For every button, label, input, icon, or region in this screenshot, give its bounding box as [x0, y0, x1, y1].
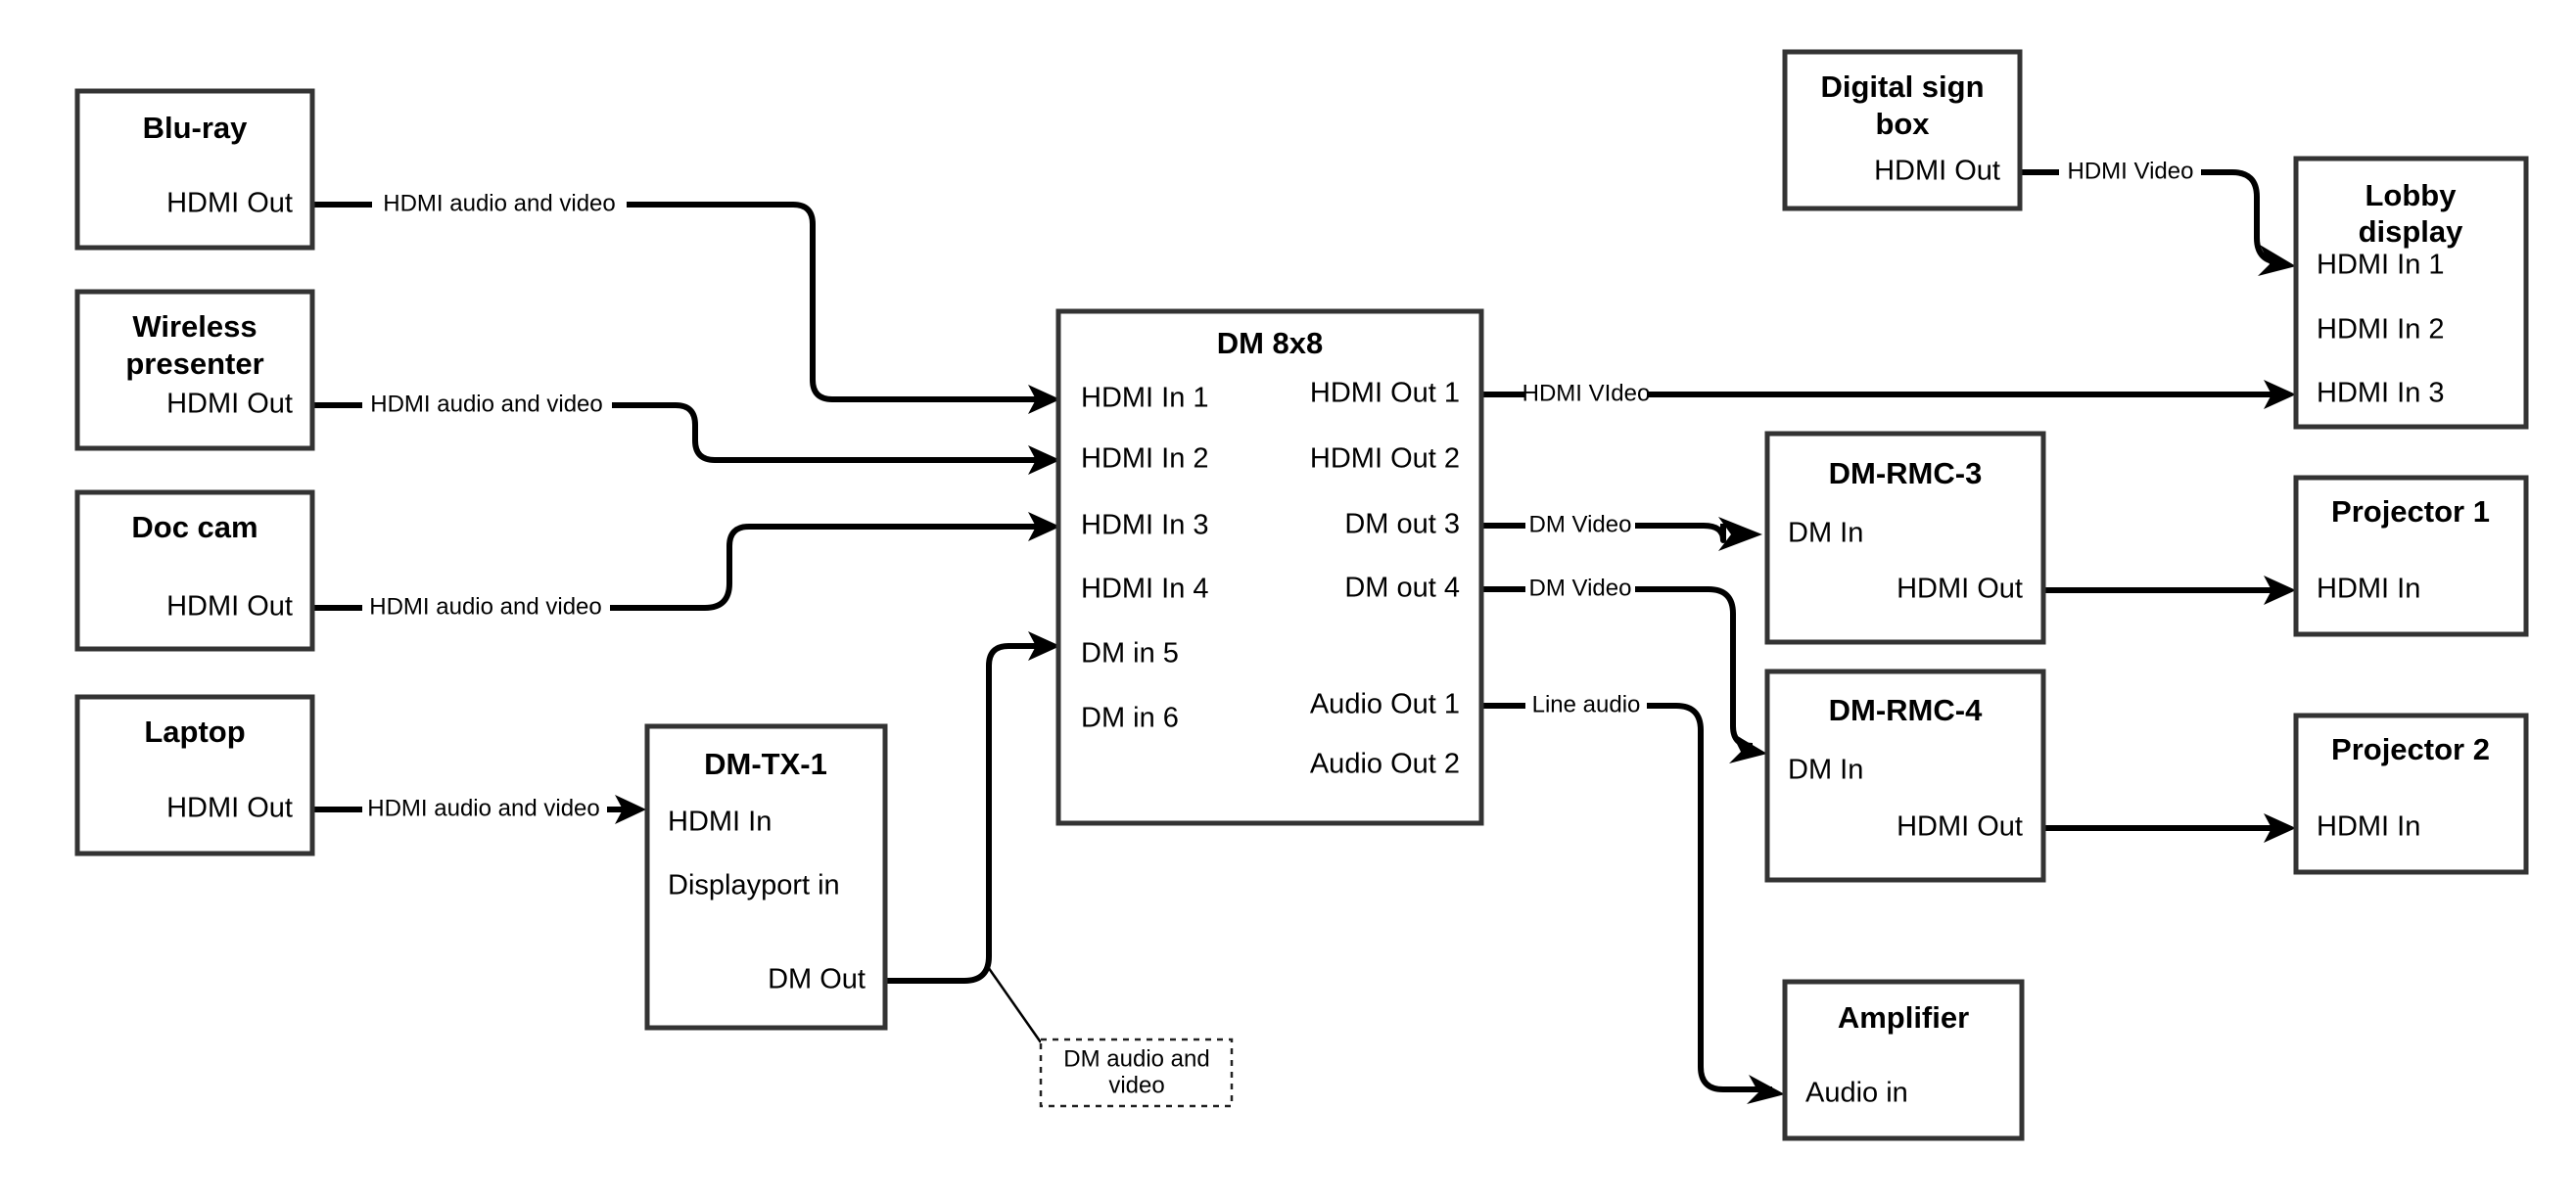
amplifier-port-audio-in: Audio in — [1805, 1078, 1908, 1109]
projector-2-title: Projector 2 — [2331, 732, 2490, 766]
link-label-bluray-to-in1: HDMI audio and video — [383, 190, 615, 216]
doc-cam-port-hdmi-out: HDMI Out — [166, 591, 293, 623]
dm-8x8-output-audio-out-2: Audio Out 2 — [1310, 749, 1460, 780]
wire-dm-out-4-to-rmc4 — [1481, 586, 1767, 763]
lobby-display-input-hdmi-in-3: HDMI In 3 — [2317, 378, 2445, 409]
digital-sign-box-title-line1: Digital sign — [1820, 69, 1984, 104]
doc-cam-box[interactable] — [74, 489, 315, 652]
dm-8x8-input-hdmi-in-3: HDMI In 3 — [1081, 510, 1209, 541]
dm-8x8-input-dm-in-6: DM in 6 — [1081, 703, 1179, 734]
wire-audio-out-1-to-amplifier — [1481, 703, 1785, 1104]
bluray-box[interactable] — [74, 88, 315, 251]
dm-rmc-4-box[interactable] — [1764, 669, 2046, 883]
dm-tx-1-port-displayport-in: Displayport in — [668, 870, 840, 901]
bluray-port-hdmi-out: HDMI Out — [166, 188, 293, 219]
wire-digitalsign-to-lobby-hdmi-in-1 — [2021, 169, 2296, 276]
wire-wireless-to-hdmi-in-2 — [311, 402, 1060, 475]
wireless-presenter-box[interactable] — [74, 289, 315, 451]
node-dm-tx-1[interactable]: DM-TX-1 HDMI In Displayport in DM Out — [644, 723, 888, 1031]
dm-8x8-title: DM 8x8 — [1217, 326, 1324, 360]
note-dm-audio-and-video: DM audio and video — [1039, 1038, 1234, 1108]
node-dm-8x8[interactable]: DM 8x8 HDMI In 1 HDMI In 2 HDMI In 3 HDM… — [1055, 308, 1484, 826]
bluray-title: Blu-ray — [143, 111, 249, 145]
amplifier-box[interactable] — [1782, 979, 2025, 1141]
link-label-dmout3-to-rmc3: DM Video — [1529, 511, 1632, 537]
wireless-presenter-title-line2: presenter — [125, 346, 263, 381]
dm-rmc-4-port-dm-in: DM In — [1788, 755, 1863, 786]
projector-1-box[interactable] — [2293, 475, 2529, 637]
projector-1-title: Projector 1 — [2331, 494, 2490, 529]
link-label-audioout1-to-amp: Line audio — [1532, 691, 1641, 717]
projector-2-box[interactable] — [2293, 713, 2529, 875]
laptop-port-hdmi-out: HDMI Out — [166, 793, 293, 824]
wire-laptop-to-dmtx1 — [311, 795, 646, 824]
dm-tx-1-port-hdmi-in: HDMI In — [668, 807, 772, 838]
wire-rmc3-to-projector1 — [2043, 576, 2296, 605]
dm-rmc-3-title: DM-RMC-3 — [1829, 456, 1983, 490]
dm-8x8-output-dm-out-3: DM out 3 — [1344, 509, 1460, 540]
node-dm-rmc-4[interactable]: DM-RMC-4 DM In HDMI Out — [1764, 669, 2046, 883]
note-dm-av-box — [1039, 1038, 1234, 1108]
lobby-display-box[interactable] — [2293, 156, 2529, 430]
node-bluray[interactable]: Blu-ray HDMI Out — [74, 88, 315, 251]
dm-8x8-input-hdmi-in-4: HDMI In 4 — [1081, 574, 1209, 605]
wire-doccam-to-hdmi-in-3 — [311, 512, 1060, 611]
dm-8x8-input-hdmi-in-1: HDMI In 1 — [1081, 383, 1209, 414]
projector-2-port-hdmi-in: HDMI In — [2317, 811, 2420, 843]
lobby-display-title-line1: Lobby — [2365, 178, 2458, 212]
digital-sign-box-port-hdmi-out: HDMI Out — [1874, 156, 2000, 187]
dm-8x8-input-dm-in-5: DM in 5 — [1081, 638, 1179, 670]
dm-8x8-input-hdmi-in-2: HDMI In 2 — [1081, 443, 1209, 475]
node-wireless-presenter[interactable]: Wireless presenter HDMI Out — [74, 289, 315, 451]
link-label-hdmiout1-to-lobby3: HDMI VIdeo — [1522, 380, 1651, 406]
wireless-presenter-title-line1: Wireless — [132, 309, 257, 344]
dm-rmc-3-port-hdmi-out: HDMI Out — [1897, 574, 2023, 605]
amplifier-title: Amplifier — [1838, 1000, 1969, 1035]
link-label-sign-to-lobby1: HDMI Video — [2068, 158, 2194, 184]
node-dm-rmc-3[interactable]: DM-RMC-3 DM In HDMI Out — [1764, 431, 2046, 645]
node-digital-sign-box[interactable]: Digital sign box HDMI Out — [1782, 49, 2023, 211]
lobby-display-input-hdmi-in-1: HDMI In 1 — [2317, 250, 2445, 281]
laptop-box[interactable] — [74, 694, 315, 856]
node-doc-cam[interactable]: Doc cam HDMI Out — [74, 489, 315, 652]
link-label-laptop-to-dmtx: HDMI audio and video — [367, 795, 599, 821]
node-amplifier[interactable]: Amplifier Audio in — [1782, 979, 2025, 1141]
dm-rmc-4-title: DM-RMC-4 — [1829, 693, 1983, 727]
dm-8x8-output-hdmi-out-1: HDMI Out 1 — [1310, 378, 1460, 409]
leader-dm-av-note — [984, 963, 1043, 1043]
wireless-presenter-port-hdmi-out: HDMI Out — [166, 389, 293, 420]
dm-tx-1-box[interactable] — [644, 723, 888, 1031]
lobby-display-title-line2: display — [2359, 214, 2464, 249]
wire-hdmi-out-1-to-lobby-hdmi-in-3 — [1481, 380, 2296, 409]
link-label-doccam-to-in3: HDMI audio and video — [369, 593, 601, 620]
wire-rmc4-to-projector2 — [2043, 813, 2296, 843]
laptop-title: Laptop — [144, 715, 245, 749]
dm-rmc-3-box[interactable] — [1764, 431, 2046, 645]
link-label-dmout4-to-rmc4: DM Video — [1529, 575, 1632, 601]
dm-rmc-4-port-hdmi-out: HDMI Out — [1897, 811, 2023, 843]
digital-sign-box-title-line2: box — [1875, 107, 1930, 141]
node-lobby-display[interactable]: Lobby display HDMI In 1 HDMI In 2 HDMI I… — [2293, 156, 2529, 430]
node-projector-2[interactable]: Projector 2 HDMI In — [2293, 713, 2529, 875]
node-laptop[interactable]: Laptop HDMI Out — [74, 694, 315, 856]
dm-8x8-output-hdmi-out-2: HDMI Out 2 — [1310, 443, 1460, 475]
lobby-display-input-hdmi-in-2: HDMI In 2 — [2317, 314, 2445, 346]
dm-8x8-output-dm-out-4: DM out 4 — [1344, 573, 1460, 604]
dm-8x8-output-audio-out-1: Audio Out 1 — [1310, 689, 1460, 720]
dm-tx-1-port-dm-out: DM Out — [768, 964, 866, 995]
wire-dm-out-3-to-rmc3 — [1481, 517, 1762, 551]
dm-tx-1-title: DM-TX-1 — [704, 747, 827, 781]
node-projector-1[interactable]: Projector 1 HDMI In — [2293, 475, 2529, 637]
link-label-wireless-to-in2: HDMI audio and video — [370, 391, 602, 417]
projector-1-port-hdmi-in: HDMI In — [2317, 574, 2420, 605]
note-dm-av-line2: video — [1108, 1072, 1164, 1098]
wire-dmtx1-to-dm-in-5 — [886, 631, 1060, 984]
dm-8x8-box[interactable] — [1055, 308, 1484, 826]
wire-bluray-to-hdmi-in-1 — [311, 202, 1060, 414]
doc-cam-title: Doc cam — [131, 510, 258, 544]
dm-rmc-3-port-dm-in: DM In — [1788, 518, 1863, 549]
digital-sign-box-box[interactable] — [1782, 49, 2023, 211]
note-dm-av-line1: DM audio and — [1063, 1045, 1209, 1072]
